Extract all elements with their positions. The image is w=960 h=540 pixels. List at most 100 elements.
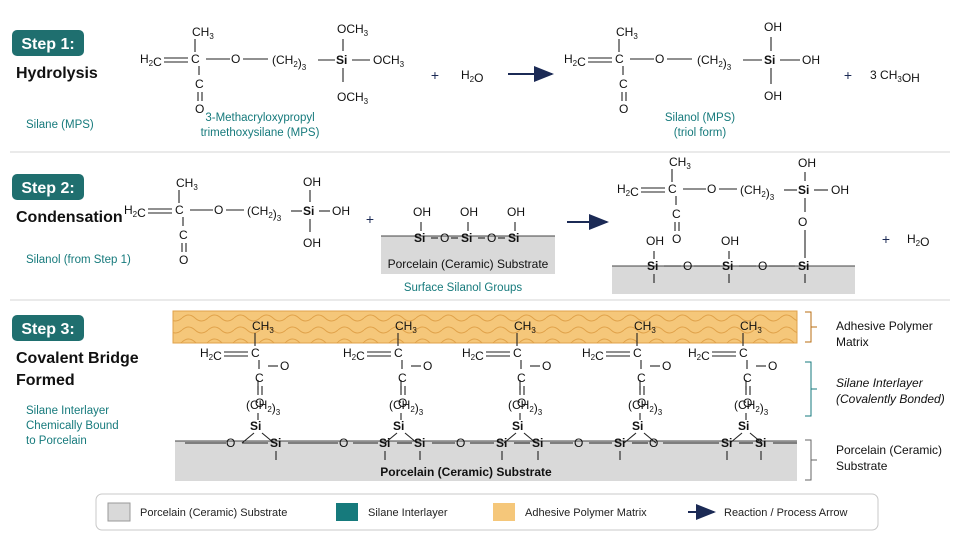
bridge-unit-1-oxo: O [255, 396, 264, 410]
bridge-chain-o-11: O [649, 436, 658, 450]
bridge-unit-1-ch3: CH3 [252, 319, 274, 335]
side-label-adhesive: Matrix [836, 335, 869, 349]
step-3-badge [12, 315, 84, 341]
mps-och3-right: OCH3 [373, 53, 405, 69]
bridge-unit-2-c1: C [394, 346, 403, 360]
surface-oh-1: OH [413, 205, 431, 219]
bridge-unit-5-si: Si [738, 419, 749, 433]
condensed-si-1: Si [647, 259, 658, 273]
mps-ch3: CH3 [192, 25, 214, 41]
bridge-unit-2-propyl: (CH2)3 [389, 398, 424, 417]
step-1-badge [12, 30, 84, 56]
bridge-unit-4-oxo: O [637, 396, 646, 410]
mps-h2c: H2C [140, 52, 162, 69]
brace-silane [805, 361, 817, 417]
step-3-note: Chemically Bound [26, 420, 119, 432]
bridge-unit-5-h2c: H2C [688, 346, 710, 363]
silanol1-propyl: (CH2)3 [697, 53, 732, 72]
silanol-name-line1: Silanol (MPS) [665, 112, 735, 124]
silanol1-si: Si [764, 53, 775, 67]
condensed-o-1: O [683, 259, 692, 273]
silanol3-oh-right: OH [831, 183, 849, 197]
surface-o-1: O [440, 231, 449, 245]
bridge-unit-4-leg-right [643, 432, 657, 444]
bridge-chain-si-10: Si [614, 436, 625, 450]
bridge-unit-5-leg-right [749, 432, 763, 444]
bridge-unit-1-propyl: (CH2)3 [246, 398, 281, 417]
bridge-unit-1-h2c: H2C [200, 346, 222, 363]
bridge-unit-5-ester-o: O [768, 359, 777, 373]
bridge-unit-3-propyl: (CH2)3 [508, 398, 543, 417]
bridge-unit-3-c2: C [517, 371, 526, 385]
silanol2-oh-top: OH [303, 175, 321, 189]
silanol3-ester-o: O [707, 182, 716, 196]
step-2-title: Condensation [16, 209, 123, 226]
step-1-title: Hydrolysis [16, 65, 98, 82]
silanol1-oh-right: OH [802, 53, 820, 67]
step-2-water: H2O [907, 232, 929, 249]
bridge-unit-3-leg-right [523, 432, 537, 444]
bridge-unit-4-leg-left [623, 432, 637, 444]
silanol2-oh-right: OH [332, 204, 350, 218]
mps-c2: C [195, 77, 204, 91]
bridge-unit-5-oxo: O [743, 396, 752, 410]
step-1-water: H2O [461, 68, 483, 85]
mps-och3-top: OCH3 [337, 22, 369, 38]
bridge-unit-2-c2: C [398, 371, 407, 385]
bridge-unit-3-ch3: CH3 [514, 319, 536, 335]
bridge-unit-3-leg-left [503, 432, 517, 444]
bridge-unit-5-propyl: (CH2)3 [734, 398, 769, 417]
silanol3-propyl: (CH2)3 [740, 183, 775, 202]
bridge-chain-si-13: Si [755, 436, 766, 450]
bridge-unit-4-si: Si [632, 419, 643, 433]
silanol2-oh-bottom: OH [303, 236, 321, 250]
step-2-plus: + [366, 211, 374, 227]
silanol2-propyl: (CH2)3 [247, 204, 282, 223]
bridge-unit-3-h2c: H2C [462, 346, 484, 363]
bridge-unit-4-ester-o: O [662, 359, 671, 373]
mps-c1: C [191, 52, 200, 66]
mps-si: Si [336, 53, 347, 67]
bridge-unit-1-si: Si [250, 419, 261, 433]
surface-si-1: Si [414, 231, 425, 245]
mps-name-line2: trimethoxysilane (MPS) [201, 127, 320, 139]
legend-item-1-swatch [107, 502, 131, 522]
bridge-unit-2-leg-right [404, 432, 418, 444]
legend-item-1-label: Porcelain (Ceramic) Substrate [140, 507, 287, 519]
bridge-unit-4-propyl: (CH2)3 [628, 398, 663, 417]
bridge-chain-si-5: Si [414, 436, 425, 450]
bridge-unit-2-si: Si [393, 419, 404, 433]
bridge-chain-o-1: O [226, 436, 235, 450]
step-1-plus: + [431, 67, 439, 83]
surface-si-2: Si [461, 231, 472, 245]
legend-item-2-label: Silane Interlayer [368, 507, 448, 519]
step-3-note: to Porcelain [26, 435, 87, 447]
silanol3-oh-top: OH [798, 156, 816, 170]
surface-silanol-label: Surface Silanol Groups [404, 282, 523, 294]
bridge-unit-1-leg-left [241, 432, 255, 444]
bridge-unit-4-c1: C [633, 346, 642, 360]
brace-adhesive [805, 311, 817, 343]
step-3-badge-label: Step 3: [21, 321, 74, 338]
bridge-unit-2-ester-o: O [423, 359, 432, 373]
bridge-unit-4-c2: C [637, 371, 646, 385]
mps-name-line1: 3-Methacryloxypropyl [205, 112, 314, 124]
bridge-unit-4-ch3: CH3 [634, 319, 656, 335]
bridge-unit-1-c2: C [255, 371, 264, 385]
step-3-note: Silane Interlayer [26, 405, 109, 417]
mps-ester-o: O [231, 52, 240, 66]
side-label-adhesive: Adhesive Polymer [836, 319, 933, 333]
side-label-silane: Silane Interlayer [836, 376, 924, 390]
step-2-badge-label: Step 2: [21, 180, 74, 197]
bridge-chain-o-6: O [456, 436, 465, 450]
silanol3-c1: C [668, 182, 677, 196]
surface-substrate-label: Porcelain (Ceramic) Substrate [388, 257, 549, 271]
step-2-note: Silanol (from Step 1) [26, 254, 131, 266]
brace-porcelain [805, 439, 817, 481]
step-1-note: Silane (MPS) [26, 119, 94, 131]
silanol2-si: Si [303, 204, 314, 218]
mps-oxo: O [195, 102, 204, 116]
bridge-chain-si-8: Si [532, 436, 543, 450]
condensed-o-2: O [758, 259, 767, 273]
bridge-substrate-label: Porcelain (Ceramic) Substrate [380, 465, 552, 479]
